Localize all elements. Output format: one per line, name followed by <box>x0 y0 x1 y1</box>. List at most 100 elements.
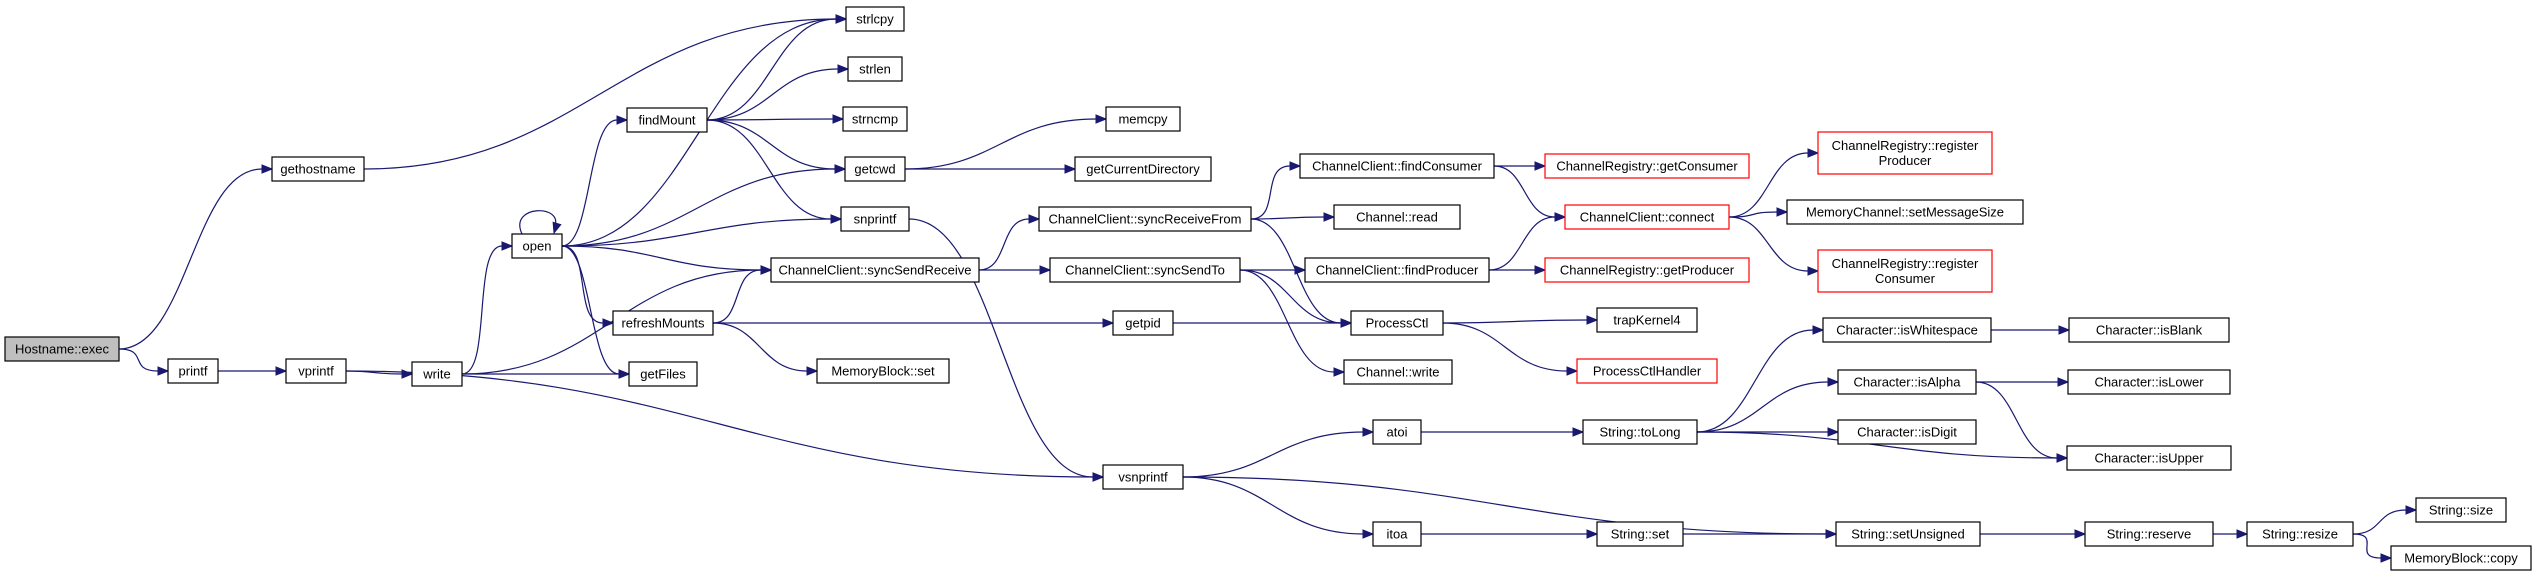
node-box <box>2067 369 2231 395</box>
call-edge-vsnprintf-to-setUnsigned <box>1182 476 1838 539</box>
node-label: getFiles <box>640 367 686 382</box>
node-label: Character::isWhitespace <box>1836 323 1978 338</box>
node-isAlpha[interactable]: Character::isAlpha <box>1837 369 1977 395</box>
node-label: printf <box>179 364 208 379</box>
node-vprintf[interactable]: vprintf <box>285 358 347 384</box>
node-getCurrentDirectory[interactable]: getCurrentDirectory <box>1074 156 1212 182</box>
node-isDigit[interactable]: Character::isDigit <box>1837 419 1977 445</box>
node-getcwd[interactable]: getcwd <box>844 156 906 182</box>
node-label: ChannelClient::syncSendReceive <box>779 263 972 278</box>
node-getConsumer[interactable]: ChannelRegistry::getConsumer <box>1544 153 1750 179</box>
node-pcHandler[interactable]: ProcessCtlHandler <box>1576 358 1718 384</box>
node-box <box>1544 257 1750 283</box>
node-label: write <box>422 367 450 382</box>
node-strlcpy[interactable]: strlcpy <box>845 6 905 32</box>
node-vsnprintf[interactable]: vsnprintf <box>1102 464 1184 490</box>
node-chread[interactable]: Channel::read <box>1333 204 1461 230</box>
node-printf[interactable]: printf <box>167 358 219 384</box>
node-label: vprintf <box>298 364 334 379</box>
node-syncReceiveFrom[interactable]: ChannelClient::syncReceiveFrom <box>1038 206 1252 232</box>
node-box <box>1038 206 1252 232</box>
node-label: strlen <box>859 62 891 77</box>
node-strsize[interactable]: String::size <box>2415 497 2507 523</box>
node-open[interactable]: open <box>511 233 563 259</box>
node-write[interactable]: write <box>411 361 463 387</box>
node-label: String::reserve <box>2107 527 2192 542</box>
node-label: Character::isAlpha <box>1854 375 1962 390</box>
node-findMount[interactable]: findMount <box>626 107 708 133</box>
node-processctl[interactable]: ProcessCtl <box>1350 310 1444 336</box>
call-edge-exec-to-gethostname <box>118 164 274 350</box>
node-resize[interactable]: String::resize <box>2246 521 2354 547</box>
node-label: Consumer <box>1875 271 1936 286</box>
call-edge-getcwd-to-getCurrentDirectory <box>904 164 1077 174</box>
node-box <box>1596 307 1698 333</box>
node-label: Character::isDigit <box>1857 425 1957 440</box>
node-connect[interactable]: ChannelClient::connect <box>1564 204 1730 230</box>
node-getFiles[interactable]: getFiles <box>628 361 698 387</box>
node-strncmp[interactable]: strncmp <box>842 106 908 132</box>
node-box <box>1837 369 1977 395</box>
node-label: Channel::read <box>1356 210 1438 225</box>
node-box <box>1544 153 1750 179</box>
call-edge-resize-to-mbcopy <box>2352 533 2393 563</box>
node-box <box>1576 358 1718 384</box>
node-isUpper[interactable]: Character::isUpper <box>2066 445 2232 471</box>
call-edge-findConsumer-to-getConsumer <box>1494 161 1547 171</box>
node-toLong[interactable]: String::toLong <box>1582 419 1698 445</box>
node-box <box>1112 310 1174 336</box>
node-label: String::size <box>2429 503 2493 518</box>
call-edge-findMount-to-snprintf <box>706 119 843 224</box>
node-findProducer[interactable]: ChannelClient::findProducer <box>1304 257 1490 283</box>
node-atoi[interactable]: atoi <box>1372 419 1422 445</box>
call-edge-write-to-open <box>461 241 514 375</box>
node-setUnsigned[interactable]: String::setUnsigned <box>1835 521 1981 547</box>
node-label: ChannelClient::findProducer <box>1316 263 1479 278</box>
node-label: ProcessCtl <box>1366 316 1429 331</box>
node-isBlank[interactable]: Character::isBlank <box>2068 317 2230 343</box>
call-edge-snprintf-to-vsnprintf <box>908 218 1105 482</box>
node-box <box>1786 199 2024 225</box>
node-mbcopy[interactable]: MemoryBlock::copy <box>2390 545 2532 571</box>
node-isLower[interactable]: Character::isLower <box>2067 369 2231 395</box>
node-label: gethostname <box>280 162 355 177</box>
node-strlen[interactable]: strlen <box>847 56 903 82</box>
node-box <box>1822 317 1992 343</box>
call-edge-getpid-to-processctl <box>1173 318 1353 328</box>
call-edge-toLong-to-isAlpha <box>1696 377 1840 433</box>
node-syncSendReceive[interactable]: ChannelClient::syncSendReceive <box>770 257 980 283</box>
node-strset[interactable]: String::set <box>1596 521 1684 547</box>
node-box <box>2246 521 2354 547</box>
node-syncSendTo[interactable]: ChannelClient::syncSendTo <box>1049 257 1241 283</box>
node-isWhitespace[interactable]: Character::isWhitespace <box>1822 317 1992 343</box>
node-exec[interactable]: Hostname::exec <box>4 336 120 362</box>
node-label: MemoryBlock::set <box>831 364 935 379</box>
node-label: itoa <box>1387 527 1409 542</box>
node-label: open <box>523 239 552 254</box>
node-box <box>1343 359 1453 385</box>
node-gethostname[interactable]: gethostname <box>271 156 365 182</box>
node-setMessageSize[interactable]: MemoryChannel::setMessageSize <box>1786 199 2024 225</box>
node-trapKernel4[interactable]: trapKernel4 <box>1596 307 1698 333</box>
call-edge-syncSendTo-to-findProducer <box>1240 265 1307 275</box>
node-getProducer[interactable]: ChannelRegistry::getProducer <box>1544 257 1750 283</box>
node-findConsumer[interactable]: ChannelClient::findConsumer <box>1299 153 1495 179</box>
node-reserve[interactable]: String::reserve <box>2084 521 2214 547</box>
node-memcpy[interactable]: memcpy <box>1105 106 1181 132</box>
node-box <box>1372 521 1422 547</box>
node-refreshMounts[interactable]: refreshMounts <box>612 310 714 336</box>
node-label: trapKernel4 <box>1613 313 1680 328</box>
node-box <box>844 156 906 182</box>
node-itoa[interactable]: itoa <box>1372 521 1422 547</box>
node-getpid[interactable]: getpid <box>1112 310 1174 336</box>
node-box <box>845 6 905 32</box>
node-label: Character::isBlank <box>2096 323 2203 338</box>
node-snprintf[interactable]: snprintf <box>840 206 910 232</box>
call-edge-open-to-getFiles <box>561 245 631 379</box>
node-chwrite[interactable]: Channel::write <box>1343 359 1453 385</box>
call-edge-syncReceiveFrom-to-findConsumer <box>1250 161 1302 220</box>
node-mbset[interactable]: MemoryBlock::set <box>816 358 950 384</box>
node-box <box>411 361 463 387</box>
